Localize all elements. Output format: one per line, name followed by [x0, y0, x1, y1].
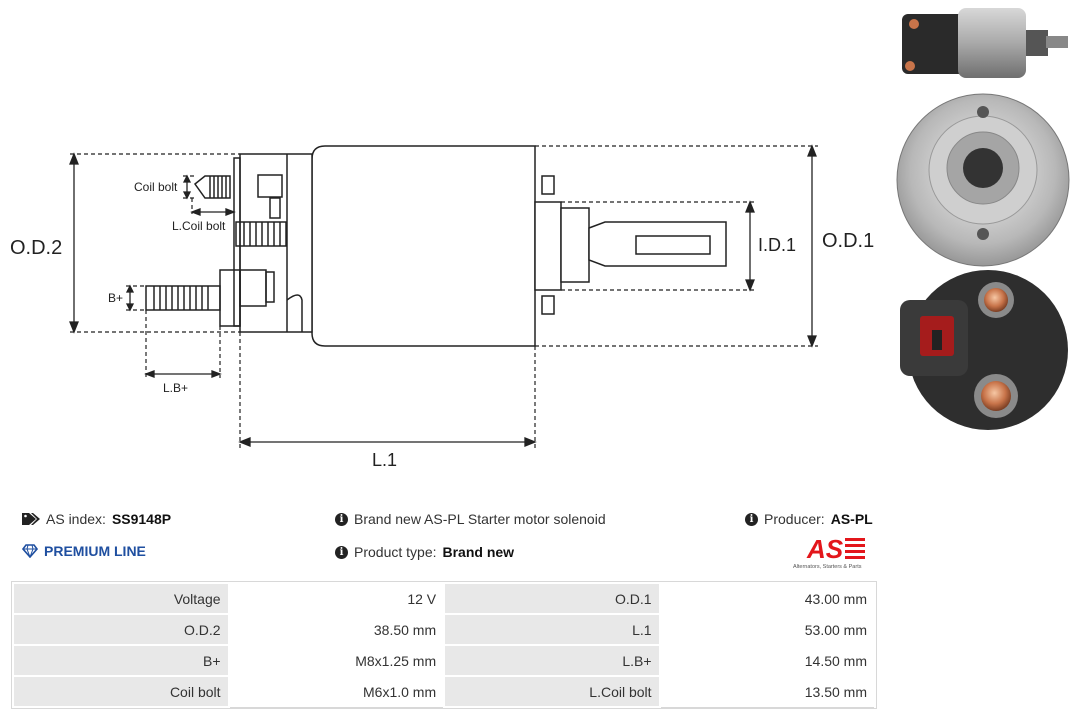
spec-key: B+ [12, 644, 230, 677]
svg-text:AS: AS [806, 534, 844, 564]
product-photos [896, 8, 1070, 430]
spec-key: O.D.2 [12, 613, 230, 646]
product-description: i Brand new AS-PL Starter motor solenoid [335, 511, 606, 527]
premium-line: PREMIUM LINE [22, 543, 146, 559]
b-plus-bolt-drawing [145, 269, 303, 332]
photo-side-view [902, 8, 1068, 78]
logo-tagline: Alternators, Starters & Parts [793, 564, 862, 570]
od1-label: O.D.1 [822, 230, 874, 252]
l1-label: L.1 [372, 450, 397, 470]
photo-rear-view [896, 93, 1070, 267]
spec-key: L.1 [443, 613, 661, 646]
coil-bolt-thread [235, 221, 287, 247]
as-index: AS index: SS9148P [22, 511, 171, 527]
spec-value: 13.50 mm [659, 675, 877, 708]
coil-bolt-label: Coil bolt [134, 180, 178, 194]
photo-terminal-view [900, 270, 1068, 430]
spec-value: 12 V [228, 582, 446, 615]
product-type-value: Brand new [442, 544, 515, 560]
spec-value: M8x1.25 mm [228, 644, 446, 677]
as-pl-logo: AS Alternators, Starters & Parts [793, 534, 865, 570]
spec-key: O.D.1 [443, 582, 661, 615]
id1-label: I.D.1 [758, 235, 796, 255]
spec-value: 53.00 mm [659, 613, 877, 646]
spec-key: L.Coil bolt [443, 675, 661, 708]
diamond-icon [22, 544, 38, 558]
producer: i Producer: AS-PL [745, 511, 873, 527]
premium-line-label: PREMIUM LINE [44, 543, 146, 559]
info-icon: i [745, 512, 758, 526]
end-cap [239, 153, 313, 333]
l-b-plus-label: L.B+ [163, 381, 188, 395]
description-text: Brand new AS-PL Starter motor solenoid [354, 511, 606, 527]
product-type-label: Product type: [354, 544, 437, 560]
solenoid-body [311, 145, 536, 347]
spec-value: 38.50 mm [228, 613, 446, 646]
spec-value: 14.50 mm [659, 644, 877, 677]
spec-key: L.B+ [443, 644, 661, 677]
spec-value: 43.00 mm [659, 582, 877, 615]
plunger-drawing [534, 175, 727, 315]
tag-icon [22, 513, 40, 525]
coil-bolt-drawing [193, 175, 231, 199]
info-icon: i [335, 545, 348, 559]
producer-value: AS-PL [830, 511, 873, 527]
l-coil-bolt-label: L.Coil bolt [172, 219, 226, 233]
as-index-value: SS9148P [111, 511, 172, 527]
spec-key: Voltage [12, 582, 230, 615]
as-index-label: AS index: [46, 511, 106, 527]
info-icon: i [335, 512, 348, 526]
producer-label: Producer: [764, 511, 825, 527]
technical-drawing: O.D.2 O.D.1 I.D.1 L.1 Coil bolt L.Coil b… [10, 144, 874, 470]
spec-value: M6x1.0 mm [228, 675, 446, 708]
od2-label: O.D.2 [10, 237, 62, 259]
spec-key: Coil bolt [12, 675, 230, 708]
product-type: i Product type: Brand new [335, 544, 514, 560]
b-plus-label: B+ [108, 291, 123, 305]
